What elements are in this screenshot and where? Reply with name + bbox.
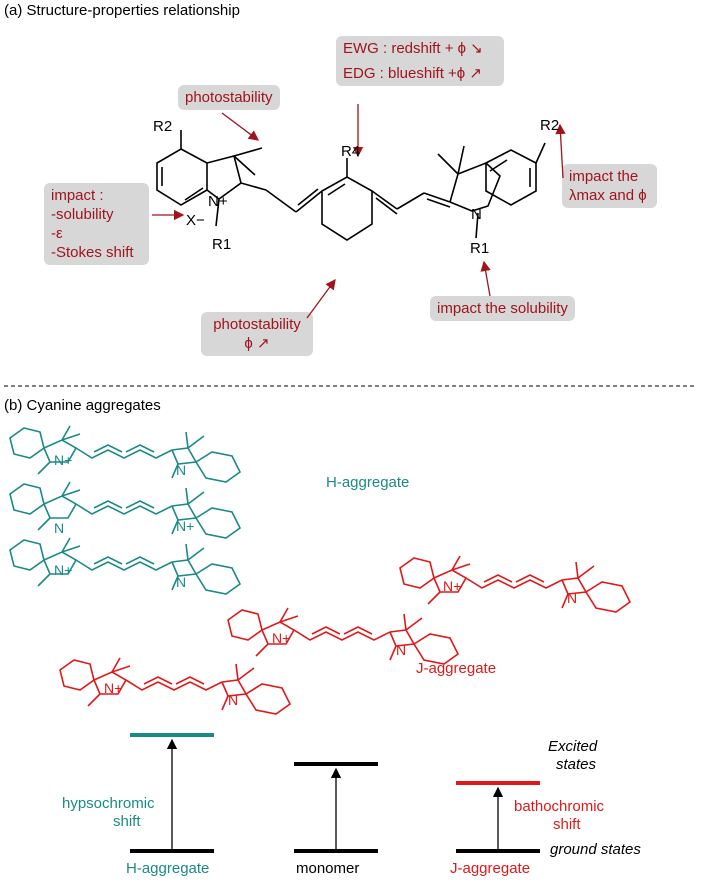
j-n-2: N xyxy=(396,642,407,658)
right-indoline xyxy=(437,142,546,239)
r1-right-label: R1 xyxy=(470,240,490,257)
impact-left-callout: impact : -solubility -ε -Stokes shift xyxy=(44,183,149,265)
ewg-edg-callout: EWG : redshift + ϕ ↘ EDG : blueshift +ϕ … xyxy=(336,36,504,86)
impact-left-line-3: -ε xyxy=(51,225,63,242)
x-minus-label: X− xyxy=(186,212,205,229)
arrow-impact-solubility xyxy=(480,260,491,297)
left-indolium xyxy=(156,130,323,227)
photostability-top-callout: photostability xyxy=(178,85,280,110)
h-n-2: N xyxy=(54,520,65,536)
panel-a-title: (a) Structure-properties relationship xyxy=(4,2,240,19)
h-aggregate-label: H-aggregate xyxy=(326,474,410,491)
j-aggregate-label: J-aggregate xyxy=(416,660,497,677)
ground-states-label: ground states xyxy=(550,841,641,858)
h-n-1: N xyxy=(176,462,187,478)
excited-label-1: Excited xyxy=(548,738,598,755)
ewg-text: EWG : redshift + ϕ ↘ xyxy=(343,40,483,57)
arrow-photostability-top xyxy=(221,112,260,141)
hypsochromic-label-2: shift xyxy=(113,813,141,830)
h-n-plus-2: N+ xyxy=(176,518,195,534)
n-plus-label: N+ xyxy=(208,193,228,210)
monomer-level-label: monomer xyxy=(296,860,360,877)
excited-label-2: states xyxy=(556,756,597,773)
n-right-label: N xyxy=(471,206,482,223)
h-n-plus-1: N+ xyxy=(54,452,73,468)
impact-left-line-2: -solubility xyxy=(51,206,114,223)
bathochromic-label-2: shift xyxy=(553,816,581,833)
j-n-plus-3: N+ xyxy=(104,680,123,696)
j-n-plus-1: N+ xyxy=(443,578,462,594)
impact-right-line-2: λmax and ϕ xyxy=(569,187,647,204)
photostability-bottom-callout: photostability ϕ ↗ xyxy=(201,312,313,356)
j-n-1: N xyxy=(567,590,578,606)
impact-right-callout: impact the λmax and ϕ xyxy=(562,164,657,208)
panel-b-title: (b) Cyanine aggregates xyxy=(4,397,161,414)
r4-label: R4 xyxy=(341,143,361,160)
photostability-bottom-line-2: ϕ ↗ xyxy=(244,335,270,352)
cyclohexene-ring xyxy=(321,158,451,241)
edg-text: EDG : blueshift +ϕ ↗ xyxy=(343,65,482,82)
impact-left-line-4: -Stokes shift xyxy=(51,244,134,261)
impact-left-line-1: impact : xyxy=(51,187,104,204)
arrow-impact-right xyxy=(555,123,566,179)
impact-solubility-callout: impact the solubility xyxy=(430,296,575,321)
h-aggregate-level-label: H-aggregate xyxy=(126,860,210,877)
j-n-3: N xyxy=(228,692,239,708)
arrow-photostability-bottom xyxy=(306,278,336,319)
r1-left-label: R1 xyxy=(212,236,232,253)
hypsochromic-label-1: hypsochromic xyxy=(62,795,155,812)
r2-right-label: R2 xyxy=(540,117,560,134)
photostability-bottom-line-1: photostability xyxy=(213,316,301,333)
j-n-plus-2: N+ xyxy=(272,630,291,646)
bathochromic-label-1: bathochromic xyxy=(514,798,605,815)
j-aggregate-level-label: J-aggregate xyxy=(450,860,531,877)
h-n-plus-3: N+ xyxy=(54,562,73,578)
r2-left-label: R2 xyxy=(153,118,173,135)
h-n-3: N xyxy=(176,574,187,590)
impact-right-line-1: impact the xyxy=(569,168,639,185)
